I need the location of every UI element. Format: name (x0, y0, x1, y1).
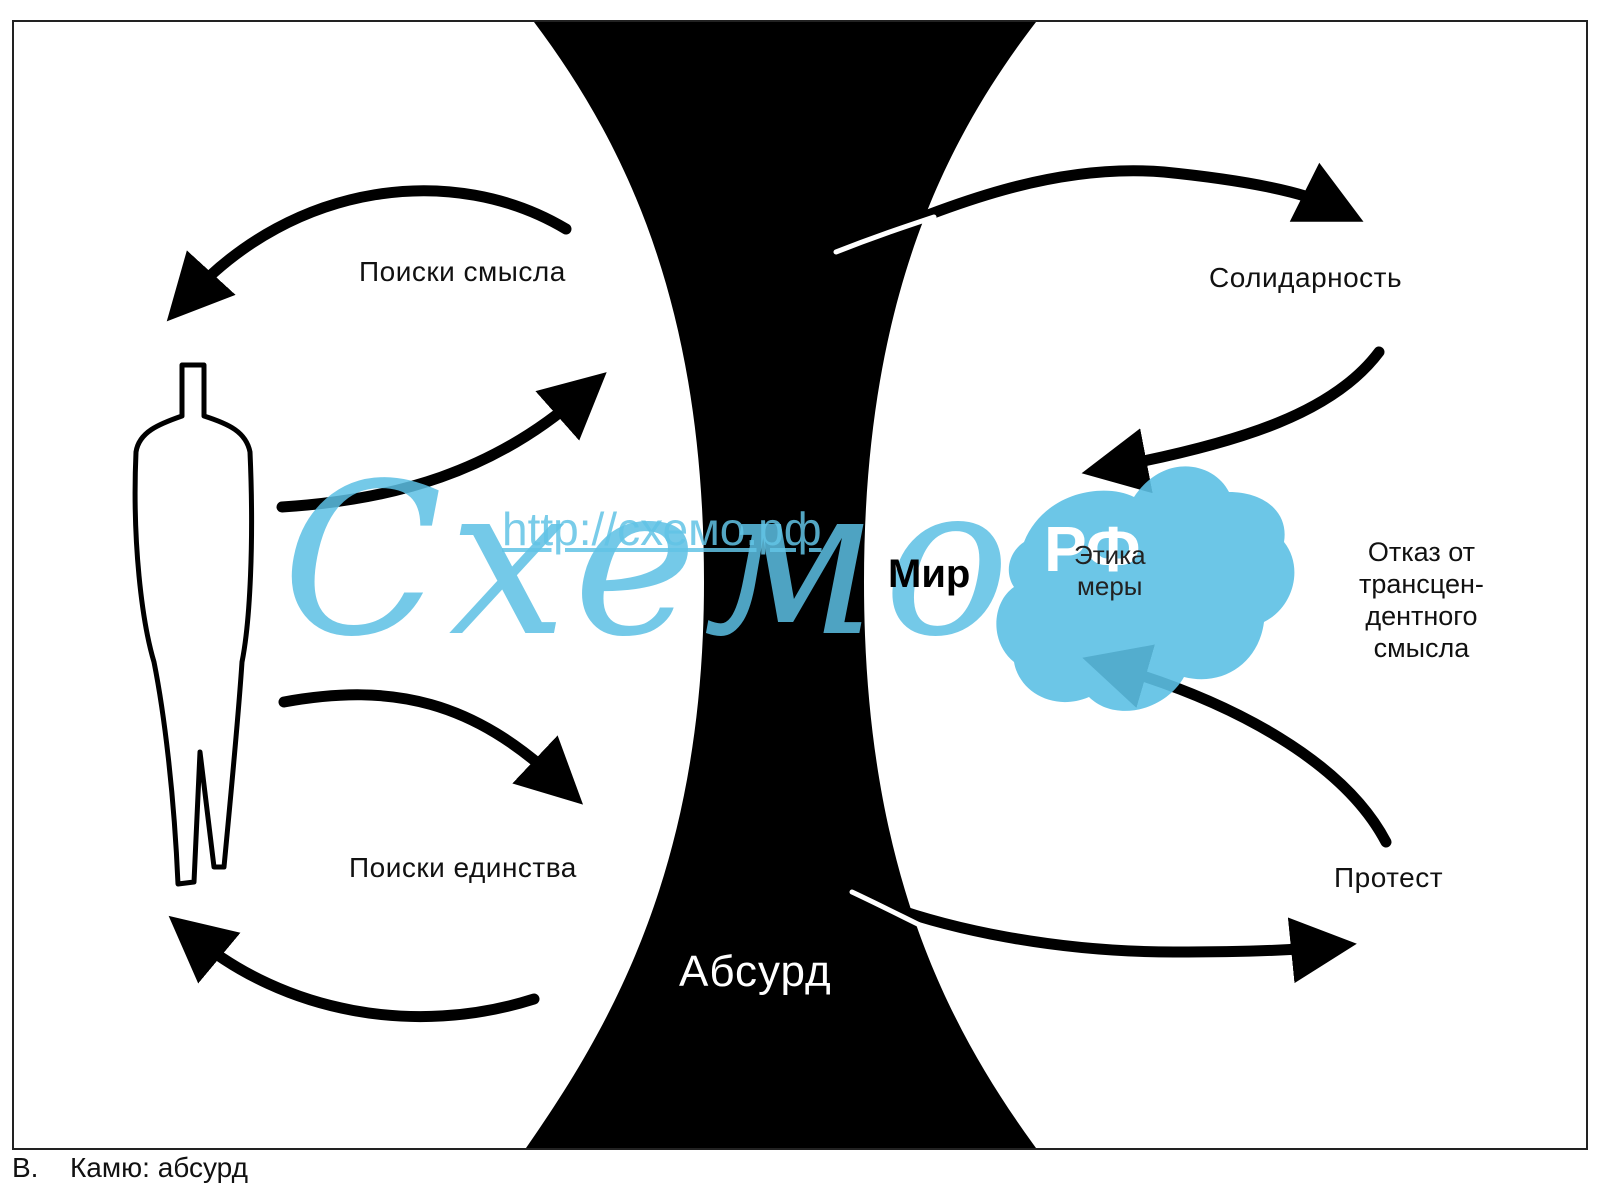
caption-text: Камю: абсурд (70, 1152, 248, 1183)
ethics-of-measure-label: Этика меры (1074, 540, 1146, 601)
unity-return-arrow (168, 915, 540, 1023)
figure-caption: В. Камю: абсурд (12, 1152, 248, 1184)
world-label: Мир (888, 552, 971, 596)
absurd-hourglass-shape (526, 22, 1036, 1148)
watermark-word: Cхемо (282, 438, 1016, 683)
solidarity-label: Солидарность (1209, 262, 1403, 293)
solidarity-to-ethics-arrow (1081, 346, 1385, 494)
protest-label: Протест (1334, 862, 1444, 893)
solidarity-arrow (830, 162, 1364, 258)
diagram-canvas (132, 22, 1392, 1148)
watermark-splash-shape (996, 466, 1295, 711)
watermark-badge: РФ (1044, 513, 1141, 585)
protest-arrow-streak (849, 889, 937, 935)
meaning-search-label: Поиски смысла (359, 256, 566, 287)
absurd-label: Абсурд (679, 947, 832, 996)
solidarity-arrow-streak (833, 214, 937, 255)
watermark-url: http://схемо.рф (502, 503, 822, 555)
caption-letter: В. (12, 1152, 39, 1183)
meaning-outgoing-arrow (276, 372, 607, 513)
transcendent-refusal-label: Отказ от трансцен- дентного смысла (1359, 537, 1484, 663)
unity-outgoing-arrow (278, 689, 584, 805)
meaning-return-arrow (166, 185, 572, 322)
unity-search-label: Поиски единства (349, 852, 577, 883)
protest-arrow (846, 886, 1357, 984)
human-silhouette-icon (132, 362, 255, 887)
diagram-frame: Поиски смысла Поиски единства Солидарнос… (12, 20, 1588, 1150)
